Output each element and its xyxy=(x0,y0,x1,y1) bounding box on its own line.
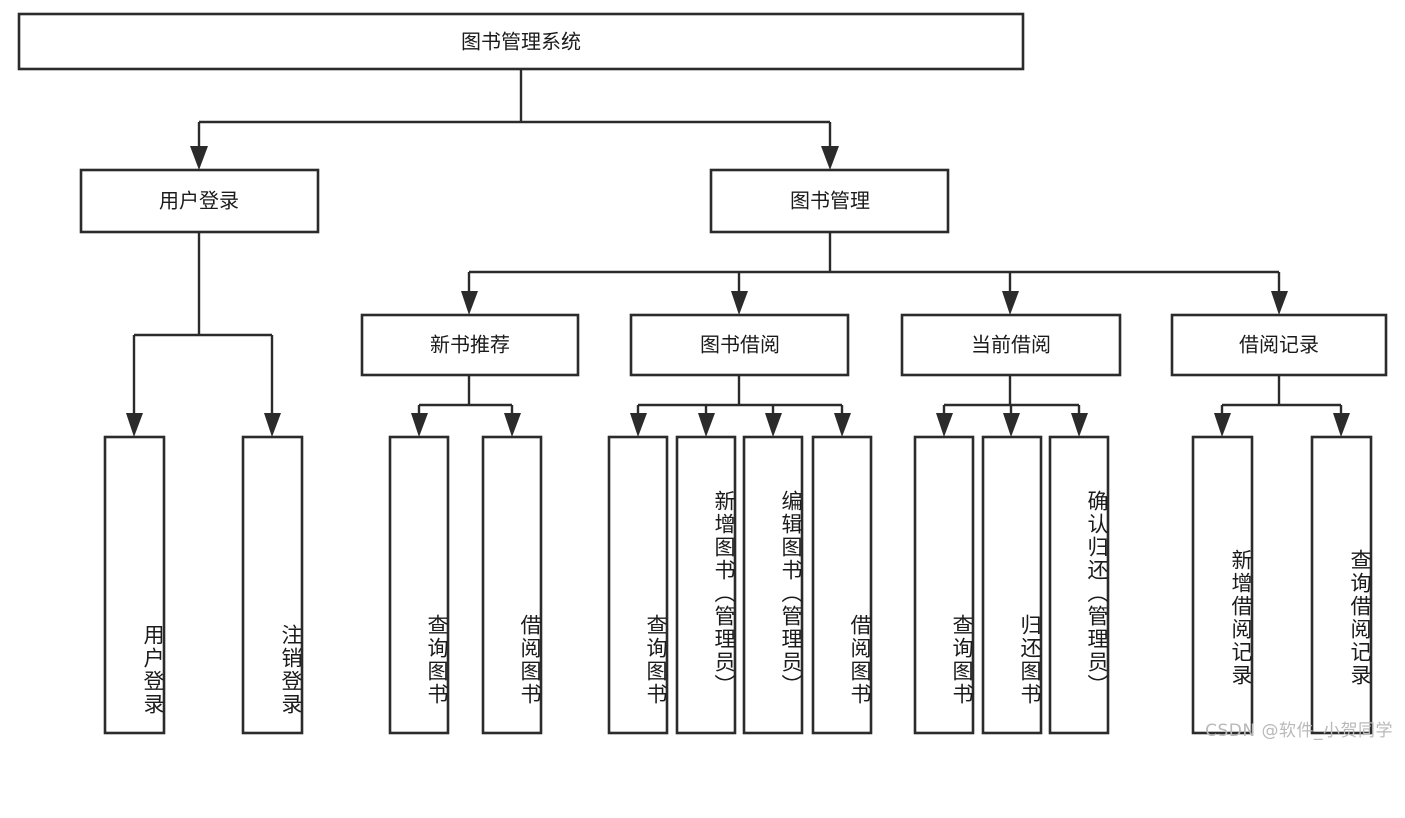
leaf-box-new-book-0[interactable] xyxy=(388,435,450,735)
arrow-head-leaf-book-borrow-0 xyxy=(630,413,647,437)
flowchart-canvas: 图书管理系统 用户登录 图书管理 新书推荐 图书借阅 当前借阅 借阅记录 xyxy=(17,12,1393,741)
node-current-borrow-box[interactable] xyxy=(900,313,1122,377)
arrow-head-user-login xyxy=(190,146,208,170)
node-book-borrow-box[interactable] xyxy=(629,313,850,377)
node-root-system[interactable]: 图书管理系统 xyxy=(17,12,1025,71)
node-book-borrow[interactable]: 图书借阅 xyxy=(629,313,850,377)
arrow-head-new-book-recommend xyxy=(461,291,478,315)
node-user-login[interactable]: 用户登录 xyxy=(79,168,320,234)
arrow-head-borrow-record xyxy=(1271,291,1288,315)
arrow-head-leaf-book-borrow-3 xyxy=(834,413,851,437)
arrow-head-leaf-book-borrow-1 xyxy=(698,413,715,437)
node-book-management-label: 图书管理 xyxy=(790,189,870,213)
node-borrow-record-box[interactable] xyxy=(1170,313,1388,377)
arrow-head-leaf-borrow-record-0 xyxy=(1214,413,1231,437)
leaf-box-new-book-1[interactable] xyxy=(481,435,543,735)
arrow-head-leaf-user-login-1 xyxy=(264,413,281,437)
tree-diagram-svg: 图书管理系统 用户登录 图书管理 新书推荐 图书借阅 当前借阅 借阅记录 xyxy=(17,12,1388,735)
leaf-box-book-borrow-1[interactable] xyxy=(675,435,737,735)
arrow-head-book-borrow xyxy=(731,291,748,315)
node-new-book-recommend-label: 新书推荐 xyxy=(430,333,510,357)
arrow-head-leaf-book-borrow-2 xyxy=(765,413,782,437)
leaf-box-book-borrow-0[interactable] xyxy=(607,435,669,735)
node-book-management-box[interactable] xyxy=(709,168,950,234)
leaf-box-current-borrow-0[interactable] xyxy=(913,435,975,735)
csdn-watermark: CSDN @软件_小贺同学 xyxy=(1205,721,1393,741)
leaf-box-user-login-0[interactable] xyxy=(103,435,166,735)
node-current-borrow-label: 当前借阅 xyxy=(971,333,1051,357)
node-new-book-recommend[interactable]: 新书推荐 xyxy=(360,313,580,377)
node-user-login-box[interactable] xyxy=(79,168,320,234)
arrow-head-leaf-current-borrow-1 xyxy=(1003,413,1020,437)
arrow-head-current-borrow xyxy=(1002,291,1019,315)
arrow-head-leaf-user-login-0 xyxy=(126,413,143,437)
arrow-head-leaf-new-book-0 xyxy=(411,413,428,437)
node-current-borrow[interactable]: 当前借阅 xyxy=(900,313,1122,377)
leaf-box-book-borrow-3[interactable] xyxy=(811,435,873,735)
node-book-borrow-label: 图书借阅 xyxy=(700,333,780,357)
node-borrow-record-label: 借阅记录 xyxy=(1239,333,1319,357)
leaf-box-current-borrow-1[interactable] xyxy=(981,435,1043,735)
node-book-management[interactable]: 图书管理 xyxy=(709,168,950,234)
node-user-login-label: 用户登录 xyxy=(159,189,239,213)
connector-group xyxy=(126,69,1350,437)
node-root-system-label: 图书管理系统 xyxy=(461,30,581,54)
leaf-box-current-borrow-2[interactable] xyxy=(1048,435,1110,735)
leaf-box-borrow-record-0[interactable] xyxy=(1191,435,1254,735)
leaf-box-user-login-1[interactable] xyxy=(241,435,304,735)
arrow-head-leaf-new-book-1 xyxy=(504,413,521,437)
node-root-system-box[interactable] xyxy=(17,12,1025,71)
leaf-box-book-borrow-2[interactable] xyxy=(742,435,804,735)
leaf-box-borrow-record-1[interactable] xyxy=(1310,435,1373,735)
node-new-book-recommend-box[interactable] xyxy=(360,313,580,377)
arrow-head-leaf-borrow-record-1 xyxy=(1333,413,1350,437)
arrow-head-book-mgmt xyxy=(821,146,839,170)
arrow-head-leaf-current-borrow-2 xyxy=(1071,413,1088,437)
node-borrow-record[interactable]: 借阅记录 xyxy=(1170,313,1388,377)
arrow-head-leaf-current-borrow-0 xyxy=(936,413,953,437)
